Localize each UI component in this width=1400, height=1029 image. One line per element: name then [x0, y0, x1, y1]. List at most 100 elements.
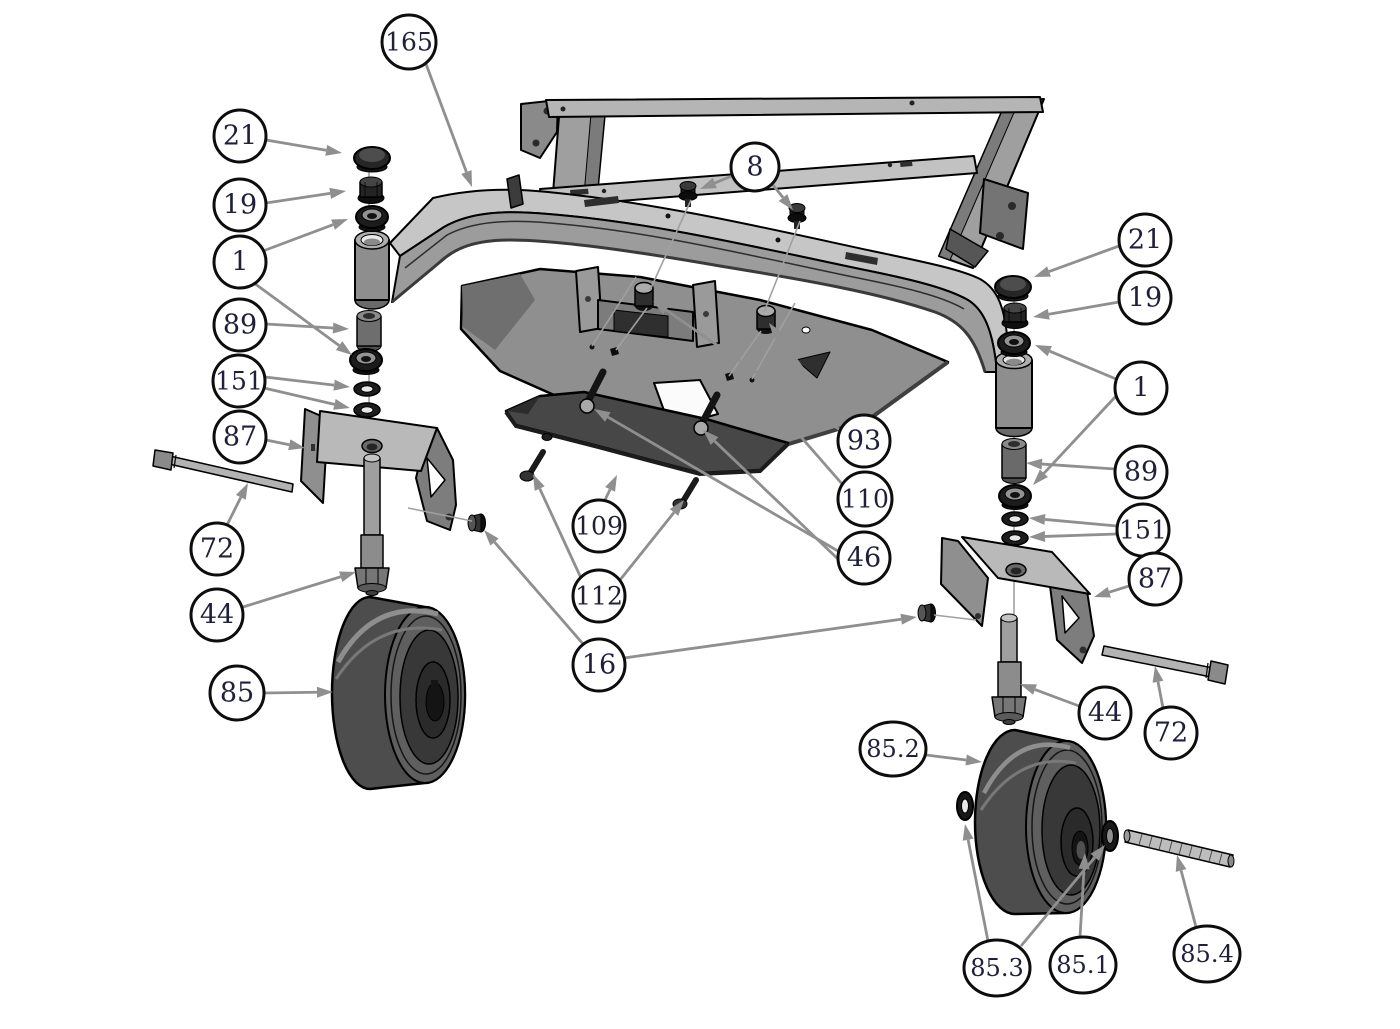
callout-circle [1077, 685, 1133, 741]
callout-label: 93 [847, 426, 881, 457]
callout-1: 1 [1033, 345, 1169, 485]
arrowhead [1078, 853, 1090, 870]
hitch-pin-hole [585, 296, 591, 302]
arrowhead [1033, 308, 1050, 320]
shaft-threads [1138, 833, 1223, 865]
leader-line [264, 375, 335, 387]
callout-circle [208, 664, 266, 722]
callout-label: 110 [841, 485, 889, 514]
callout-label: 19 [223, 190, 257, 221]
callout-85.2: 85.2 [858, 720, 982, 778]
tire-face-line [390, 615, 462, 775]
arrowhead [1033, 469, 1048, 485]
bolts-8 [678, 181, 807, 229]
callout-circle [571, 498, 627, 554]
arrowhead [333, 399, 350, 410]
beam-underside-edge [391, 238, 987, 373]
callout-165: 165 [380, 13, 472, 187]
arrowhead [900, 613, 917, 625]
callout-151: 151 [211, 353, 350, 410]
leader-line [607, 415, 839, 553]
callout-21: 21 [212, 108, 342, 164]
beam-slot [845, 252, 878, 265]
bearing-1-right-lower [998, 484, 1032, 510]
assembly-axes-over [407, 199, 977, 621]
callout-label: 87 [223, 422, 257, 453]
arrowhead [1175, 855, 1187, 872]
leader-line [1179, 870, 1198, 928]
arrowhead [605, 475, 617, 492]
callout-label: 85.4 [1180, 940, 1233, 968]
callout-circle [836, 413, 892, 469]
left-spindle-tube [354, 230, 390, 310]
left-axle-bolt-72 [152, 449, 294, 493]
leader-line [253, 281, 340, 347]
arrowhead [335, 341, 352, 355]
washers-151-right [1001, 511, 1029, 546]
callout-72: 72 [189, 483, 248, 577]
arrowhead [1152, 666, 1164, 683]
rail-hole [601, 188, 607, 194]
rail-slot [900, 161, 913, 167]
leader-line [1048, 300, 1120, 316]
lower-plate-tip [506, 396, 540, 414]
leader-line [265, 138, 327, 152]
callout-circle [836, 530, 892, 586]
arrowhead [962, 824, 974, 841]
leader-line [925, 753, 967, 762]
leader-line [1044, 518, 1118, 528]
leader-line [1049, 349, 1117, 381]
arrowhead [331, 219, 348, 230]
leader-line [1034, 688, 1080, 708]
callout-label: 44 [1088, 698, 1122, 729]
arrowhead [1094, 586, 1111, 598]
callout-label: 1 [231, 247, 248, 278]
tire-face-line [1031, 749, 1103, 905]
callout-label: 46 [847, 543, 881, 574]
gusset-cutout [1061, 595, 1080, 634]
arrowhead [484, 530, 499, 546]
callout-circle [1117, 270, 1173, 326]
callout-circle [571, 568, 627, 624]
callout-circle [189, 521, 245, 577]
bumpers-93 [634, 281, 776, 334]
callout-label: 19 [1128, 283, 1162, 314]
wing-slot [311, 444, 315, 451]
nut-19-right [1001, 302, 1029, 329]
callout-16: 16 [484, 530, 917, 693]
callout-89: 89 [1026, 444, 1169, 500]
leader-line [1042, 394, 1119, 475]
callout-85: 85 [208, 664, 333, 722]
cap-21-left [353, 146, 391, 173]
callout-85.1: 85.1 [1048, 853, 1118, 995]
callout-circle [1117, 212, 1173, 268]
arrowhead [773, 405, 788, 421]
wheel-shaft-85-4 [1123, 829, 1235, 868]
right-spindle-tube [995, 350, 1033, 438]
arrowhead [1026, 458, 1043, 470]
arrowhead [1029, 513, 1046, 525]
callout-93: 93 [653, 301, 892, 469]
callout-circle [729, 141, 781, 193]
arrowhead [1090, 845, 1105, 861]
lower-plate-hole [541, 433, 553, 441]
callout-circle [212, 108, 268, 164]
leader-line [538, 487, 583, 579]
arrowhead [769, 323, 783, 340]
gusset-cutout [426, 457, 446, 498]
callout-label: 85 [220, 678, 254, 709]
top-rail [545, 96, 1044, 118]
weld-stud [725, 372, 734, 381]
callout-circle [1048, 935, 1118, 995]
right-post-wing [945, 228, 989, 268]
leader-line [225, 496, 243, 526]
beam-tab [506, 174, 524, 209]
spacer-89-left [356, 310, 382, 352]
leader-line [263, 386, 335, 406]
leader-line [782, 416, 845, 486]
beam-slot [584, 196, 619, 207]
arrowhead [965, 754, 982, 766]
arrowhead [235, 483, 248, 500]
arrowhead [700, 177, 717, 189]
left-spindle-bolt-44 [354, 453, 390, 596]
